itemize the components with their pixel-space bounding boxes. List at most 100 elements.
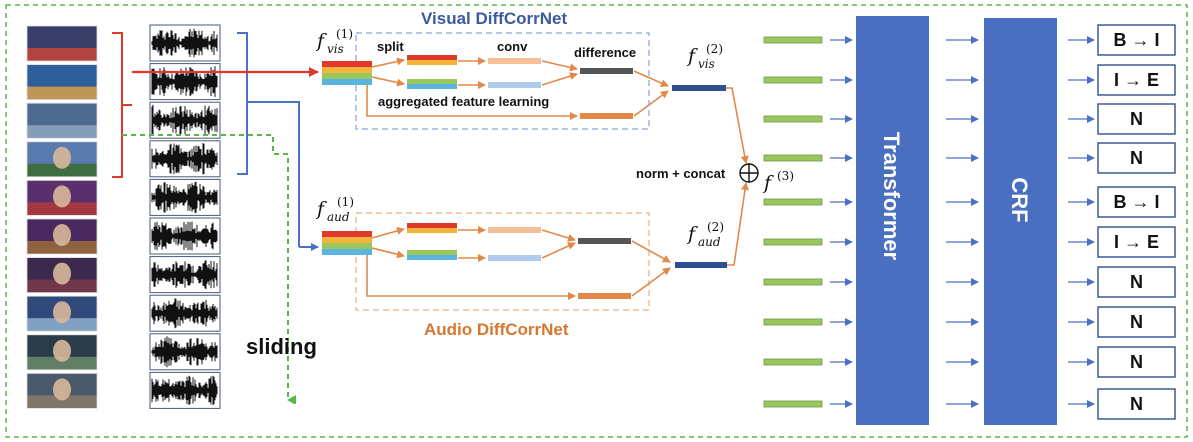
video-frame-thumbnail [26,102,98,139]
output-label: I → E [1114,70,1159,90]
output-label: B → I [1113,30,1159,50]
output-box: N [1097,142,1176,174]
video-frame-thumbnail [26,141,98,178]
output-label: I → E [1114,232,1159,252]
audio-diffcorrnet-box [355,212,650,311]
visual-feature-stack [322,61,372,85]
video-frame-thumbnail [26,334,98,371]
svg-text:vis: vis [698,57,715,71]
audio-waveform [149,24,221,62]
audio-waveform [149,140,221,178]
f-vis-2-bar [672,85,726,91]
svg-text:f: f [762,172,774,194]
audio-waveform [149,294,221,332]
svg-text:f: f [686,45,698,67]
video-frame-thumbnail [26,179,98,216]
svg-text:vis: vis [327,42,344,56]
audio-waveform [149,256,221,294]
feature-bar [763,154,823,162]
output-label: N [1130,109,1143,129]
video-frame-thumbnail [26,25,98,62]
f-3-label: f (3) [762,169,794,194]
f-aud-2-bar [675,262,727,268]
output-box: N [1097,306,1176,338]
output-label: N [1130,312,1143,332]
crf-label: CRF [1007,177,1032,222]
audio-waveform [149,217,221,255]
video-frame-thumbnail [26,64,98,100]
output-box: B → I [1097,186,1176,218]
visual-branch: split conv difference aggregated feature… [377,39,636,119]
feature-bar [763,358,823,366]
video-frame-thumbnail [26,372,98,409]
feature-bar [763,36,823,44]
svg-text:difference: difference [574,45,636,60]
transformer-label: Transformer [879,132,904,261]
audio-waveform [149,63,221,101]
connection-arrows [830,36,1095,408]
output-label: N [1130,272,1143,292]
audio-branch [407,223,631,299]
visual-diffcorrnet-title: Visual DiffCorrNet [421,9,567,28]
f-aud-1-label: f aud (1) [315,195,354,224]
audio-waveform [149,178,221,216]
f-aud-2-label: f aud (2) [686,220,724,249]
svg-text:(2): (2) [707,220,724,234]
output-box: B → I [1097,24,1176,56]
svg-text:f: f [686,223,698,245]
feature-bar [763,198,823,206]
feature-bar [763,278,823,286]
audio-window-bracket [237,32,300,247]
video-frames [26,25,98,409]
feature-bar [763,115,823,123]
svg-text:aud: aud [698,235,721,249]
visual-window-bracket [112,32,132,178]
transformer-block [856,16,929,425]
output-label: N [1130,352,1143,372]
audio-branch-arrows [366,226,671,300]
audio-waveform [149,333,221,371]
svg-text:split: split [377,39,404,54]
output-box: N [1097,103,1176,135]
visual-branch-arrows [366,57,669,120]
svg-text:conv: conv [497,39,528,54]
video-frame-thumbnail [26,295,98,332]
sliding-label: sliding [246,334,317,359]
output-box: N [1097,388,1176,420]
output-label: N [1130,394,1143,414]
audio-diffcorrnet-title: Audio DiffCorrNet [424,320,569,339]
audio-feature-stack [322,231,372,255]
video-frame-thumbnail [26,257,98,294]
merge-arrows [726,87,749,266]
oplus-cross [740,164,758,182]
svg-text:(3): (3) [777,169,794,183]
sliding-window-path [122,134,288,400]
feature-bar [763,400,823,408]
svg-text:f: f [315,30,327,52]
svg-text:(1): (1) [336,27,353,41]
svg-text:f: f [315,198,327,220]
svg-text:(1): (1) [337,195,354,209]
svg-text:aggregated feature learning: aggregated feature learning [378,94,549,109]
svg-text:(2): (2) [706,42,723,56]
output-box: I → E [1097,226,1176,258]
audio-waveforms [149,24,221,409]
output-box: N [1097,346,1176,378]
output-box: N [1097,266,1176,298]
norm-concat-label: norm + concat [636,166,726,181]
feature-bar [763,76,823,84]
svg-text:aud: aud [327,210,350,224]
output-label: B → I [1113,192,1159,212]
audio-waveform [149,101,221,139]
f-vis-1-label: f vis (1) [315,27,353,56]
feature-bar [763,238,823,246]
video-frame-thumbnail [26,218,98,255]
output-label: N [1130,148,1143,168]
f-vis-2-label: f vis (2) [686,42,723,71]
feature-bar [763,318,823,326]
outer-frame [5,4,1188,438]
feature-sequence [763,36,823,408]
audio-waveform [149,371,221,409]
